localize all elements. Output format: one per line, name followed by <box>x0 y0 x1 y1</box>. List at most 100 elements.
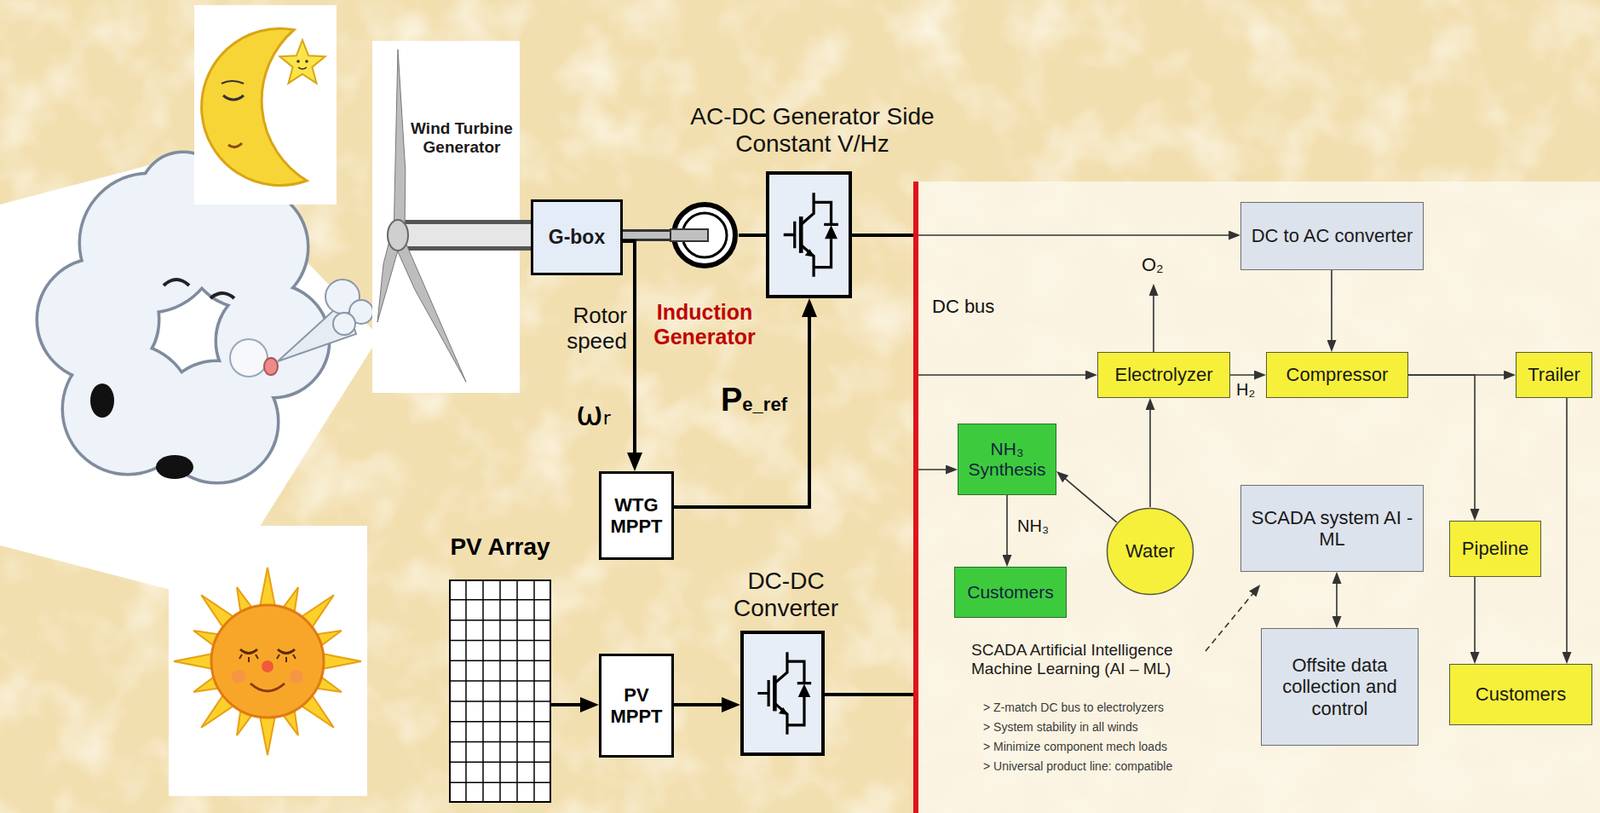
pv-cell-line <box>449 720 551 723</box>
edge-label: Pe_ref <box>720 383 788 416</box>
connector-arrow <box>1006 494 1008 563</box>
sun-ray <box>259 567 276 607</box>
process-box: Pipeline <box>1449 520 1542 577</box>
pv-grid <box>448 579 552 803</box>
turbine-image: Wind Turbine Generator <box>372 40 520 393</box>
pv-array: PV Array <box>448 579 552 803</box>
connector-arrow <box>1473 576 1476 660</box>
sun-ray <box>259 715 276 755</box>
cloud-eye <box>210 293 235 299</box>
node-text: AC-DC Generator Side Constant V/Hz <box>676 103 950 158</box>
note-bullet: > Minimize component mech loads <box>983 739 1168 754</box>
connector-arrow <box>851 233 914 237</box>
sun-ray <box>322 653 362 669</box>
edge-label: Rotor speed <box>553 303 628 355</box>
drive-shaft-fill <box>622 231 671 239</box>
wind-puff <box>333 312 356 335</box>
connector-arrow <box>1059 473 1117 523</box>
cloud-mouth <box>264 357 278 375</box>
edge-label: H₂ <box>1236 379 1255 400</box>
note-bullet: > Z-match DC bus to electrolyzers <box>983 700 1164 714</box>
star-mouth <box>298 67 307 70</box>
process-box: Electrolyzer <box>1097 351 1231 398</box>
cloud-hand <box>155 454 194 479</box>
pv-cell-line <box>449 700 551 703</box>
pv-cell-line <box>449 639 551 642</box>
sun-disc <box>211 604 324 718</box>
right-panel <box>918 181 1600 813</box>
sun-eye <box>240 649 258 654</box>
diode-bar <box>797 681 812 685</box>
pv-cell-line <box>482 580 484 802</box>
process-box: DC to AC converter <box>1240 201 1424 271</box>
node-text: Water <box>1125 540 1175 562</box>
connector-arrow <box>918 234 1237 236</box>
diode-lead <box>787 696 805 726</box>
process-box: Offsite data collection and control <box>1260 627 1419 746</box>
pv-grid-frame <box>449 580 551 802</box>
note-bullet: > Universal product line: compatible <box>983 759 1173 773</box>
node-text: DC to AC converter <box>1251 224 1414 247</box>
cloud-cheek <box>230 339 268 377</box>
node-text: Offsite data collection and control <box>1267 654 1412 720</box>
dashed-leader <box>1205 587 1258 651</box>
connector-arrow <box>824 692 914 697</box>
process-box: SCADA system AI - ML <box>1240 484 1424 572</box>
sun-smile <box>250 683 285 691</box>
oxygen-arrow <box>1152 287 1155 352</box>
turbine-hub <box>387 219 409 251</box>
cloud-eye <box>163 279 190 286</box>
converter-box: AC-DC Generator Side Constant V/Hz <box>765 171 852 299</box>
cloud-hand <box>90 383 115 418</box>
node-text: Electrolyzer <box>1115 363 1214 386</box>
dc-bus: DC bus <box>913 181 919 813</box>
node-text: WTG MPPT <box>605 494 668 538</box>
process-box: NH₃ Synthesis <box>957 423 1057 495</box>
connector-arrow <box>918 374 1094 376</box>
igbt-emitter <box>800 245 814 277</box>
sun-cheek <box>231 669 246 684</box>
pv-cell-line <box>533 580 536 802</box>
star-eye <box>305 59 309 64</box>
sun-nose <box>261 660 274 673</box>
igbt-arrow <box>805 248 815 257</box>
connector-arrow <box>1565 397 1568 660</box>
connector-arrow <box>551 702 593 707</box>
connector-arrow <box>1230 374 1262 376</box>
connector-arrow <box>1335 575 1338 624</box>
node-text: DC bus <box>932 295 995 317</box>
node-text: Compressor <box>1286 363 1389 386</box>
node-text: PV Array <box>427 533 573 561</box>
pv-cell-line <box>449 761 551 764</box>
nacelle-tube-fill <box>402 224 520 247</box>
customer-box: Customers <box>1449 663 1593 726</box>
diode-lead <box>813 201 831 225</box>
moon-brow <box>221 80 244 84</box>
diode-triangle <box>798 684 812 697</box>
drive-shaft <box>622 229 671 242</box>
star <box>279 40 325 84</box>
sun-cheek <box>289 669 304 684</box>
drive-shaft-fill <box>519 224 531 247</box>
diode-lead <box>813 238 831 267</box>
resource-circle: Water <box>1105 506 1195 596</box>
pv-cell-line <box>449 598 551 601</box>
pv-cell-line <box>449 781 551 783</box>
note-bullet: > System stability in all winds <box>983 719 1139 734</box>
sun-image-ground <box>168 525 368 796</box>
generator-drawing <box>670 201 739 270</box>
sun-rays <box>173 567 362 755</box>
node-text: SCADA system AI - ML <box>1247 506 1417 551</box>
nacelle-tube <box>397 219 520 251</box>
node-text: Trailer <box>1527 363 1581 386</box>
node-text: Customers <box>966 581 1054 603</box>
pv-cell-line <box>449 619 551 622</box>
customer-box: Customers <box>954 566 1067 618</box>
connector-arrow <box>918 468 954 471</box>
circle-shape <box>1107 508 1194 595</box>
sun-ray <box>173 653 213 669</box>
